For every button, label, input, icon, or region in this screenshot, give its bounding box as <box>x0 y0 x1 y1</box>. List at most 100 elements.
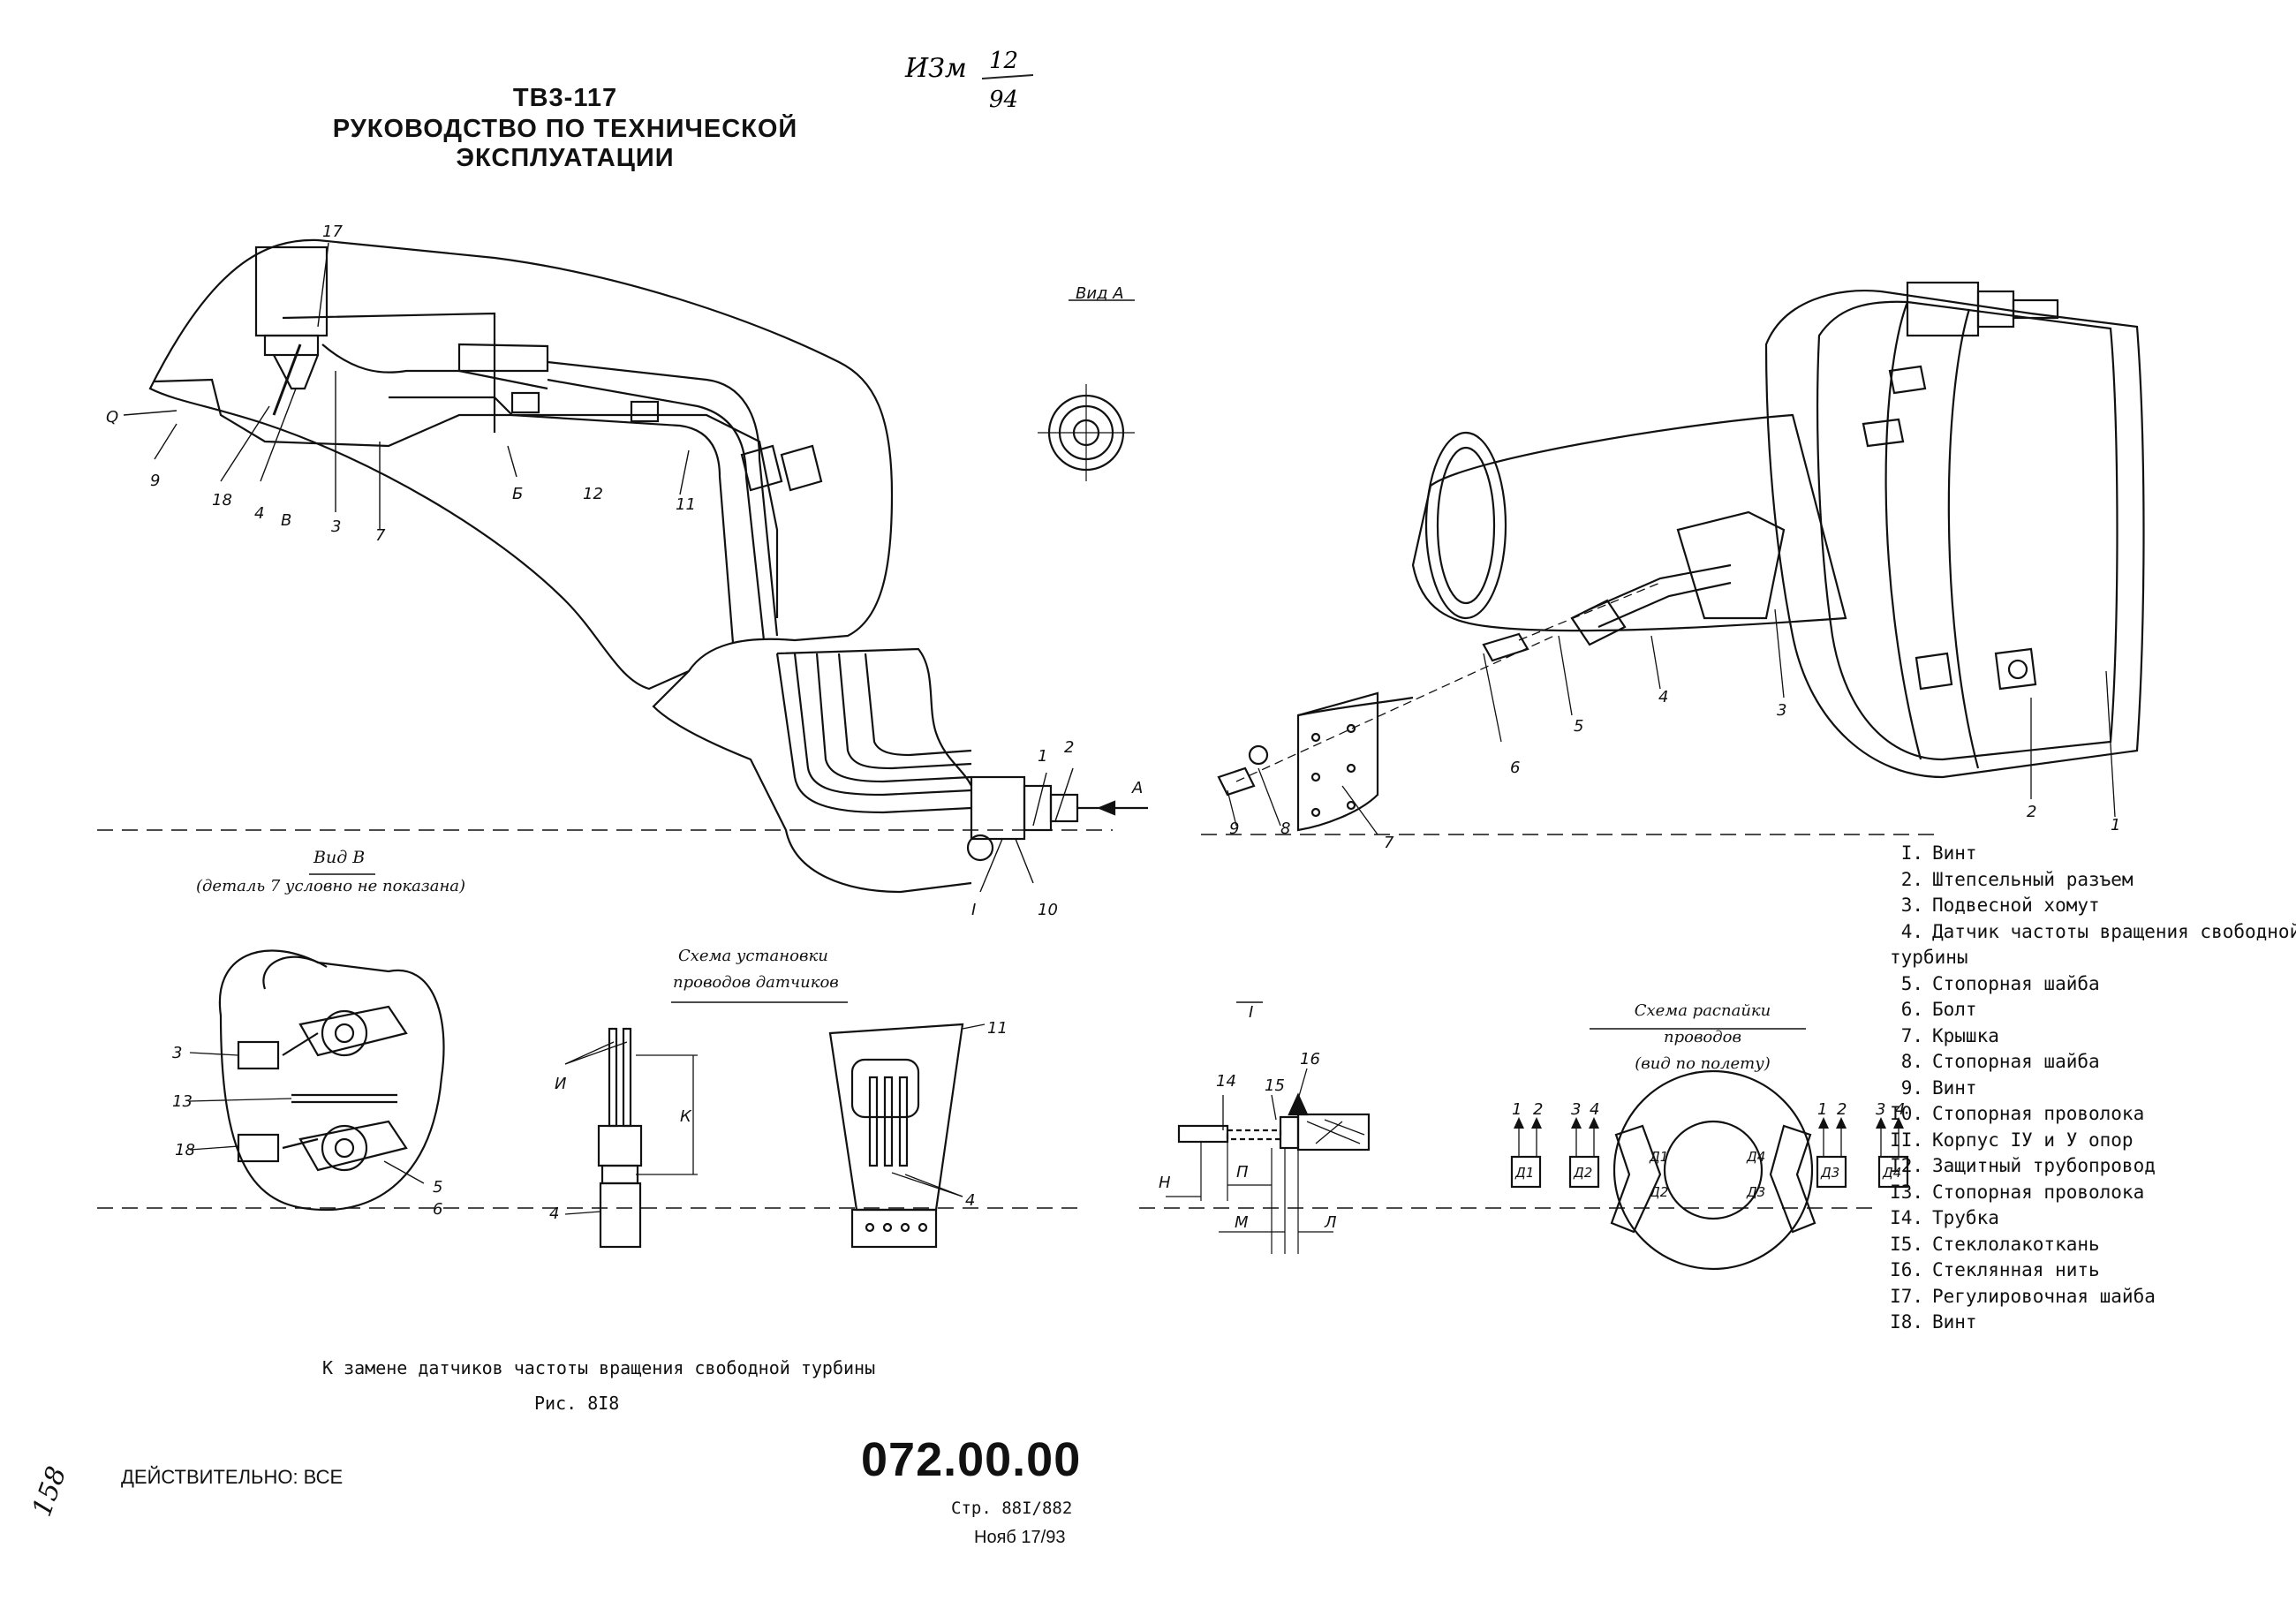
validity-label: ДЕЙСТВИТЕЛЬНО: ВСЕ <box>121 1466 344 1488</box>
legend-item-text: Защитный трубопровод <box>1932 1155 2156 1176</box>
svg-text:3: 3 <box>172 1044 182 1062</box>
svg-text:8: 8 <box>1280 819 1290 838</box>
legend-item-number: 3. <box>1900 895 1923 916</box>
legend-item: 4. Датчик частоты вращения свободной <box>1890 919 2296 946</box>
svg-text:5: 5 <box>433 1178 442 1197</box>
legend-item: 3. Подвесной хомут <box>1890 893 2296 919</box>
svg-text:6: 6 <box>1510 759 1520 777</box>
figure-caption: К замене датчиков частоты вращения свобо… <box>322 1357 876 1378</box>
svg-text:11: 11 <box>676 495 696 514</box>
legend-item-number: 4. <box>1900 920 1923 942</box>
legend-item-continuation: турбины <box>1890 947 1968 968</box>
legend-item: I.Винт <box>1890 841 2296 867</box>
svg-text:Q: Q <box>106 408 118 427</box>
svg-text:2: 2 <box>2027 803 2036 821</box>
svg-text:Д2: Д2 <box>1649 1184 1668 1200</box>
legend-item-text: Регулировочная шайба <box>1932 1285 2156 1307</box>
svg-text:2: 2 <box>1533 1100 1543 1119</box>
svg-text:I: I <box>1249 1003 1253 1022</box>
svg-text:Д1: Д1 <box>1649 1149 1668 1165</box>
svg-text:94: 94 <box>989 87 1018 113</box>
handwritten-note-drawing: ИЗм 12 94 <box>904 48 1034 113</box>
wiring-install-title-line2: проводов датчиков <box>673 973 839 992</box>
svg-text:И: И <box>555 1075 566 1093</box>
legend-item-text: Штепсельный разъем <box>1932 868 2134 890</box>
svg-text:9: 9 <box>1229 819 1239 838</box>
legend-item-number: 7. <box>1900 1024 1923 1046</box>
legend-item-number: II. <box>1890 1129 1923 1151</box>
svg-text:4: 4 <box>965 1191 975 1210</box>
svg-text:5: 5 <box>1574 717 1583 736</box>
svg-text:1: 1 <box>1817 1100 1827 1119</box>
legend-item: 8.Стопорная шайба <box>1890 1049 2296 1076</box>
legend-item-text: Винт <box>1932 1311 1977 1333</box>
svg-text:6: 6 <box>433 1200 442 1219</box>
legend-item-text: Стопорная проволока <box>1932 1103 2145 1124</box>
view-b-note: (деталь 7 условно не показана) <box>196 877 466 895</box>
figure-number: Рис. 8I8 <box>534 1393 620 1414</box>
svg-text:В: В <box>281 511 291 530</box>
svg-text:18: 18 <box>212 491 232 510</box>
svg-text:Л: Л <box>1324 1213 1337 1232</box>
svg-text:1: 1 <box>1038 747 1047 766</box>
svg-text:17: 17 <box>322 223 343 241</box>
svg-text:2: 2 <box>1837 1100 1847 1119</box>
legend-item: 6.Болт <box>1890 997 2296 1023</box>
header-subtitle: РУКОВОДСТВО ПО ТЕХНИЧЕСКОЙ ЭКСПЛУАТАЦИИ <box>332 115 798 172</box>
legend-item-number: I2. <box>1890 1155 1923 1176</box>
svg-text:Вид А: Вид А <box>1076 284 1124 303</box>
legend-item: I5.Стеклолакоткань <box>1890 1232 2296 1258</box>
svg-text:4: 4 <box>1895 1100 1905 1119</box>
header-title: ТВ3-117 <box>512 84 618 112</box>
svg-text:Д4: Д4 <box>1882 1165 1901 1181</box>
legend-item-text: Болт <box>1932 999 1977 1020</box>
legend-item-number: 5. <box>1900 972 1923 994</box>
svg-text:Д2: Д2 <box>1573 1165 1592 1181</box>
legend-item-text: Датчик частоты вращения свободной <box>1932 920 2296 942</box>
svg-text:3: 3 <box>1876 1100 1885 1119</box>
legend-item-text: Винт <box>1932 1076 1977 1099</box>
wiring-solder-title: Схема распайки проводов (вид по полету) <box>1597 998 1809 1077</box>
svg-text:Н: Н <box>1159 1174 1171 1192</box>
legend-item-text: Стопорная проволока <box>1932 1181 2145 1203</box>
legend-item: 7.Крышка <box>1890 1023 2296 1050</box>
legend-item: I0.Стопорная проволока <box>1890 1101 2296 1128</box>
legend-item-text: Стопорная шайба <box>1932 972 2100 994</box>
svg-text:12: 12 <box>989 49 1018 74</box>
svg-text:4: 4 <box>1658 688 1668 706</box>
document-number: 072.00.00 <box>861 1433 1082 1486</box>
svg-text:I: I <box>971 901 976 919</box>
svg-text:9: 9 <box>150 472 160 490</box>
svg-text:4: 4 <box>1590 1100 1599 1119</box>
svg-text:Д1: Д1 <box>1514 1165 1534 1181</box>
legend-item-text: Стеклянная нить <box>1932 1259 2100 1280</box>
svg-text:1: 1 <box>1512 1100 1522 1119</box>
svg-text:М: М <box>1235 1213 1249 1232</box>
handwritten-revision-note: ИЗм 12 94 <box>901 48 1077 128</box>
legend-item: I3. Стопорная проволока <box>1890 1180 2296 1206</box>
legend-item-number: I3. <box>1890 1181 1923 1203</box>
wiring-install-title-line1: Схема установки <box>678 947 828 965</box>
svg-text:12: 12 <box>583 485 603 503</box>
legend-item: 9. Винт <box>1890 1076 2296 1102</box>
legend-item-text: Стеклолакоткань <box>1932 1233 2100 1255</box>
svg-text:2: 2 <box>1064 738 1074 757</box>
svg-text:4: 4 <box>254 504 264 523</box>
legend-item-text: Подвесной хомут <box>1932 895 2100 916</box>
legend-item-text: Винт <box>1932 842 1977 864</box>
legend-item: I6.Стеклянная нить <box>1890 1257 2296 1284</box>
svg-text:13: 13 <box>172 1092 193 1111</box>
legend-item-text: Стопорная шайба <box>1932 1051 2100 1072</box>
svg-text:П: П <box>1236 1163 1249 1182</box>
legend-item-number: I7. <box>1890 1285 1923 1307</box>
legend-item-text: Трубка <box>1932 1207 1999 1228</box>
legend-item-number: 9. <box>1900 1076 1923 1099</box>
wiring-solder-title-line2: (вид по полету) <box>1635 1054 1771 1073</box>
legend-item: II. Корпус IУ и У опор <box>1890 1128 2296 1154</box>
svg-text:Б: Б <box>512 485 523 503</box>
svg-text:Д4: Д4 <box>1746 1149 1765 1165</box>
legend-item-text: Корпус IУ и У опор <box>1932 1129 2134 1151</box>
svg-text:1: 1 <box>2111 816 2120 834</box>
